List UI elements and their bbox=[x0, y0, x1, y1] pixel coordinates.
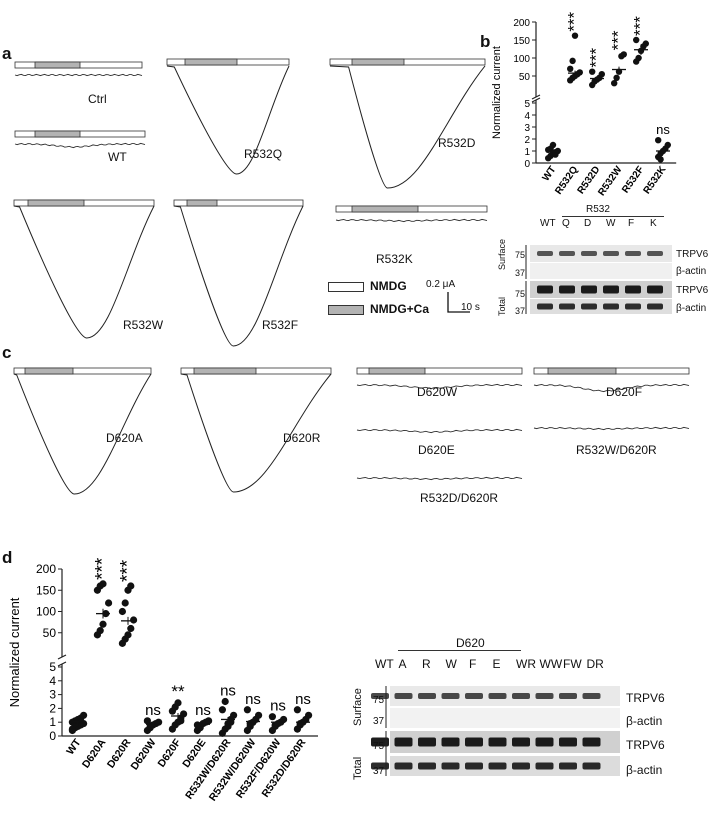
trace-r532k-line bbox=[335, 218, 488, 223]
blot-b-marker-75b: 75 bbox=[515, 289, 526, 299]
scale-current-label: 0.2 μA bbox=[426, 279, 456, 290]
blot-lane-label: E bbox=[492, 657, 501, 671]
blot-d-header-line bbox=[398, 650, 521, 651]
blot-b-total-label: Total bbox=[497, 296, 507, 316]
blot-lane-label: F bbox=[469, 657, 477, 671]
blot-d-band-trpv6-total: TRPV6 bbox=[626, 738, 665, 752]
blot-d-surface-label: Surface bbox=[352, 688, 364, 726]
blot-lane-label: FW bbox=[563, 657, 582, 671]
trace-label-r532w: R532W bbox=[123, 318, 164, 332]
trace-label-d620a: D620A bbox=[106, 431, 143, 445]
trace-r532q-bar-ca bbox=[184, 58, 238, 66]
blot-b-header-group: R532 bbox=[586, 204, 610, 215]
blot-lane-label: WR bbox=[516, 657, 536, 671]
trace-r532d-line bbox=[329, 65, 486, 189]
blot-b: R532 WT Q D W F K bbox=[506, 204, 666, 374]
blot-lane-label: D bbox=[584, 218, 592, 229]
blot-lane-label: W bbox=[445, 657, 457, 671]
trace-d620r-bar-ca bbox=[193, 367, 257, 375]
trace-label-r532f: R532F bbox=[262, 318, 299, 332]
blot-d-marker-75b: 75 bbox=[373, 741, 385, 752]
blot-d-header-group: D620 bbox=[456, 636, 485, 650]
blot-lane-label: WW bbox=[539, 657, 563, 671]
blot-lane-label: DR bbox=[586, 657, 604, 671]
trace-r532k-bar-ca bbox=[351, 205, 419, 213]
legend-nmdg-ca-label: NMDG+Ca bbox=[370, 302, 430, 316]
trace-d620a-bar-ca bbox=[24, 367, 74, 375]
trace-d620w-line bbox=[356, 383, 523, 390]
blot-b-marker-37a: 37 bbox=[515, 268, 526, 278]
blot-b-header-line bbox=[562, 216, 664, 217]
legend-nmdg: NMDG bbox=[328, 279, 407, 293]
trace-d620a-bar bbox=[13, 367, 152, 375]
trace-r532d-bar-ca bbox=[351, 58, 405, 66]
legend-nmdg-label: NMDG bbox=[370, 279, 407, 293]
panel-c-letter: c bbox=[2, 343, 12, 362]
blot-d-marker-37a: 37 bbox=[373, 716, 385, 727]
trace-ctrl-line bbox=[14, 73, 143, 77]
legend-nmdg-ca: NMDG+Ca bbox=[328, 302, 429, 316]
trace-label-d620f: D620F bbox=[606, 385, 643, 399]
blot-lane-label: R bbox=[422, 657, 431, 671]
trace-r532f-bar-ca bbox=[186, 199, 218, 207]
trace-r532d-d620r-line bbox=[356, 476, 523, 481]
blot-b-band-trpv6-total: TRPV6 bbox=[676, 285, 709, 296]
blot-lane-label: WT bbox=[540, 218, 556, 229]
trace-d620r-line bbox=[180, 373, 332, 493]
trace-wt-line bbox=[14, 142, 146, 149]
panel-d-letter: d bbox=[2, 548, 13, 567]
trace-label-d620e: D620E bbox=[418, 443, 455, 457]
trace-label-wt: WT bbox=[108, 150, 127, 164]
trace-ctrl-bar-ca bbox=[34, 61, 81, 69]
blot-lane-label: A bbox=[398, 657, 407, 671]
trace-label-r532w-d620r: R532W/D620R bbox=[576, 443, 657, 457]
trace-label-d620r: D620R bbox=[283, 431, 321, 445]
trace-label-ctrl: Ctrl bbox=[88, 92, 107, 106]
trace-d620f-bar-ca bbox=[547, 367, 617, 375]
blot-lane-label: F bbox=[628, 218, 635, 229]
trace-d620f-line bbox=[533, 383, 690, 393]
blot-lane-label: WT bbox=[375, 657, 394, 671]
trace-label-d620w: D620W bbox=[417, 385, 458, 399]
blot-b-surface-label: Surface bbox=[497, 238, 507, 270]
blot-lane-label: K bbox=[650, 218, 657, 229]
trace-label-r532d-d620r: R532D/D620R bbox=[420, 491, 499, 505]
trace-r532f-line bbox=[173, 205, 304, 347]
blot-d-band-trpv6-surface: TRPV6 bbox=[626, 691, 665, 705]
trace-d620w-bar-ca bbox=[368, 367, 426, 375]
blot-b-marker-37b: 37 bbox=[515, 306, 526, 316]
blot-b-lanes: WT Q D W F K bbox=[540, 218, 672, 232]
blot-lane-label: W bbox=[606, 218, 616, 229]
trace-r532q-line bbox=[166, 65, 290, 175]
blot-b-marker-75a: 75 bbox=[515, 250, 526, 260]
trace-r532d-bar bbox=[329, 58, 486, 66]
panel-b-letter: b bbox=[480, 32, 491, 51]
blot-b-band-actin-surface: β-actin bbox=[676, 266, 707, 277]
blot-b-band-actin-total: β-actin bbox=[676, 303, 707, 314]
trace-r532w-line bbox=[13, 205, 155, 339]
trace-d620w-bar bbox=[356, 367, 523, 375]
trace-wt-bar-ca bbox=[34, 130, 81, 138]
blot-d-marker-37b: 37 bbox=[373, 766, 385, 777]
trace-label-r532d: R532D bbox=[438, 136, 476, 150]
trace-r532w-d620r-line bbox=[533, 426, 690, 431]
trace-r532w-bar-ca bbox=[27, 199, 85, 207]
blot-d-band-actin-total: β-actin bbox=[626, 763, 663, 777]
legend-nmdg-ca-swatch bbox=[328, 304, 364, 315]
blot-b-band-trpv6-surface: TRPV6 bbox=[676, 249, 709, 260]
trace-r532f-bar bbox=[173, 199, 304, 207]
trace-d620a-line bbox=[13, 373, 152, 495]
blot-d-total-label: Total bbox=[352, 756, 364, 780]
panel-a-letter: a bbox=[2, 44, 12, 63]
blot-lane-label: Q bbox=[562, 218, 570, 229]
legend-nmdg-swatch bbox=[328, 281, 364, 292]
trace-label-r532k: R532K bbox=[376, 252, 413, 266]
trace-d620e-line bbox=[356, 428, 523, 434]
blot-d-band-actin-surface: β-actin bbox=[626, 714, 663, 728]
blot-d-marker-75a: 75 bbox=[373, 695, 385, 706]
scale-time-label: 10 s bbox=[461, 302, 480, 313]
trace-label-r532q: R532Q bbox=[244, 147, 283, 161]
